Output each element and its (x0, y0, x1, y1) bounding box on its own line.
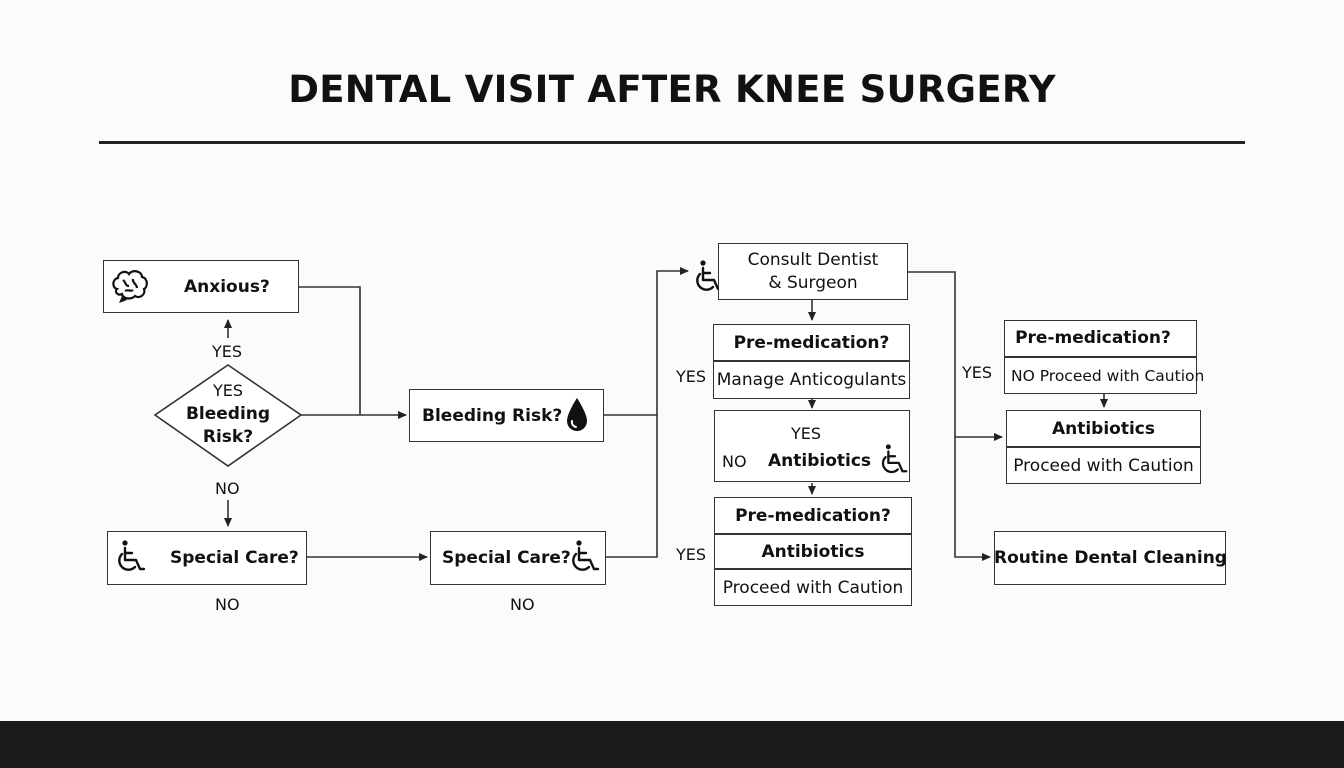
center-box1-yes-label: YES (676, 367, 707, 386)
connector-anxious (299, 286, 361, 415)
center-premed-row: Manage Anticogulants (716, 370, 907, 390)
diamond-yes-label: YES (212, 381, 244, 400)
center-premed2-row2: Proceed with Caution (722, 578, 904, 598)
no-down-label: NO (215, 479, 240, 498)
wheelchair-icon (572, 540, 600, 571)
diamond-bleeding-label: Bleeding (185, 404, 271, 424)
no-below-middle-label: NO (510, 595, 535, 614)
page-title: DENTAL VISIT AFTER KNEE SURGERY (288, 68, 1056, 111)
consult-line2: & Surgeon (768, 273, 858, 293)
center-premed-divider (713, 360, 910, 362)
connector-special-trunk (606, 415, 658, 558)
title-divider (99, 141, 1245, 144)
bleeding-risk-label: Bleeding Risk? (422, 406, 563, 426)
wheelchair-icon (118, 540, 146, 571)
right-premed-divider (1004, 356, 1197, 358)
blood-drop-icon (567, 398, 587, 431)
center-antibiotics-box (714, 410, 910, 482)
right-yes-label: YES (962, 363, 993, 382)
right-antibiotics-row: Proceed with Caution (1013, 456, 1194, 476)
center-premed2-divider2 (714, 568, 912, 570)
no-below-left-label: NO (215, 595, 240, 614)
brain-icon (112, 270, 148, 303)
center-premed-head: Pre-medication? (733, 333, 890, 353)
consult-box (718, 243, 908, 300)
center-premed2-divider1 (714, 533, 912, 535)
connector-right-trunk (908, 271, 991, 561)
center-box2-yes-label: YES (790, 424, 822, 443)
center-box3-yes-label: YES (676, 545, 707, 564)
footer-bar (0, 721, 1344, 768)
center-premed2-row1: Antibiotics (761, 542, 865, 562)
routine-cleaning-box (994, 531, 1226, 585)
center-premed-box (713, 324, 910, 399)
special-care-box-left (107, 531, 307, 585)
special-care-box-middle (430, 531, 606, 585)
center-box2-no-label: NO (722, 452, 747, 471)
special-care-label-left: Special Care? (170, 548, 299, 568)
right-antibiotics-divider (1006, 446, 1201, 448)
wheelchair-icon (881, 444, 908, 474)
special-care-label-middle: Special Care? (442, 548, 571, 568)
diamond-risk-label: Risk? (202, 427, 254, 447)
center-premed-box-2 (714, 497, 912, 606)
right-antibiotics-head: Antibiotics (1051, 419, 1156, 439)
bleeding-risk-diamond (153, 364, 303, 467)
right-premed-row: NO Proceed with Caution (1011, 367, 1205, 385)
routine-cleaning-label: Routine Dental Cleaning (994, 548, 1227, 568)
right-premed-head: Pre-medication? (1015, 328, 1171, 348)
center-premed2-head: Pre-medication? (735, 506, 891, 526)
anxious-label: Anxious? (184, 277, 270, 297)
center-antibiotics-row: Antibiotics (768, 451, 872, 471)
consult-line1: Consult Dentist (747, 250, 879, 270)
connector-bleeding-trunk (604, 267, 689, 416)
yes-up-label: YES (212, 342, 243, 361)
